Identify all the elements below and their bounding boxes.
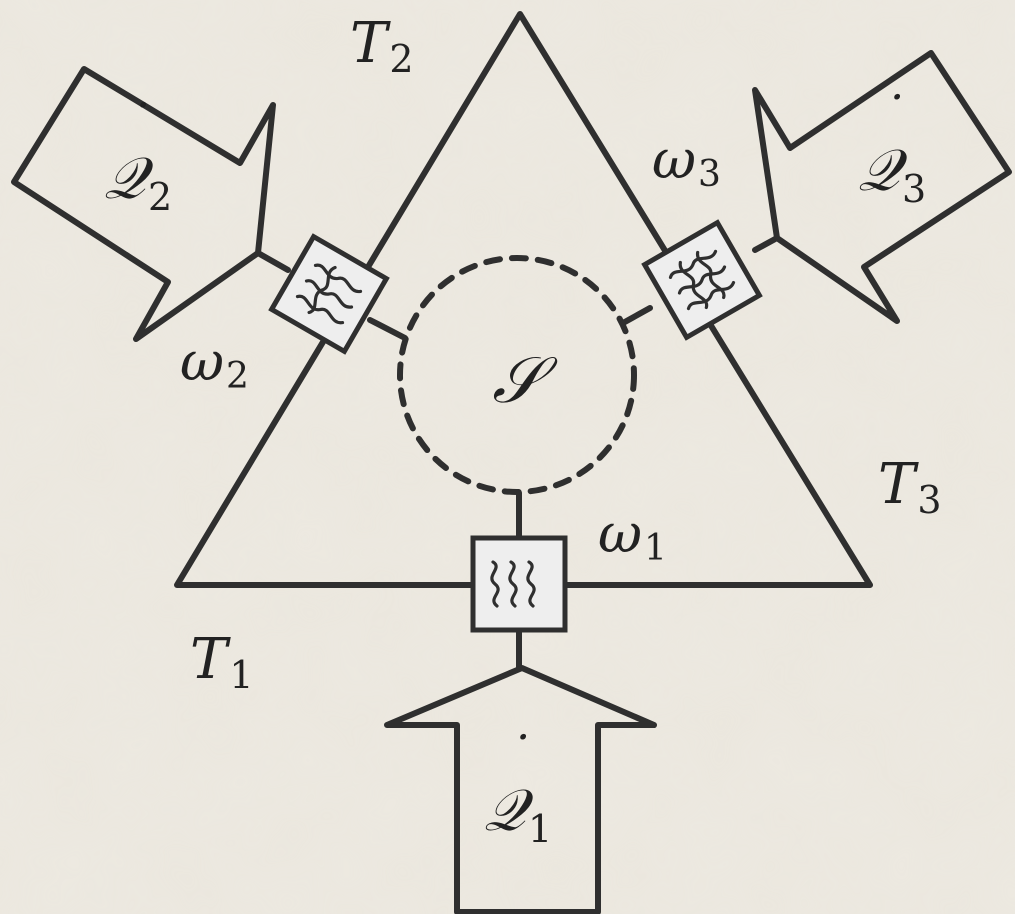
link-bath-3-inner [620,305,653,326]
svg-text:˙: ˙ [506,726,531,784]
svg-text:˙: ˙ [880,86,905,144]
heat-arrow-3 [752,50,1012,324]
filter-wave-icon-3 [668,249,736,311]
svg-text:˙: ˙ [126,94,151,152]
filter-wave-icon-1 [490,560,536,608]
link-bath-3-outer [752,235,780,253]
svg-text:2: 2 [148,175,172,219]
link-bath-2-outer [255,250,291,273]
svg-text:1: 1 [528,807,552,851]
label-omega1: ω1 [598,502,667,569]
svg-text:3: 3 [902,167,926,211]
filter-box-1 [470,535,568,633]
filter-wave-icon-2 [295,263,363,325]
label-omega2: ω2 [180,330,249,397]
heat-arrow-1 [384,665,657,914]
heat-arrow-2 [11,66,276,342]
label-q1: ˙ 𝒬 1 [484,726,552,851]
label-t3: T3 [878,452,942,522]
link-bath-2-inner [367,317,408,341]
label-t2: T2 [350,11,414,81]
label-omega3: ω3 [652,128,721,195]
label-t1: T1 [190,627,254,697]
